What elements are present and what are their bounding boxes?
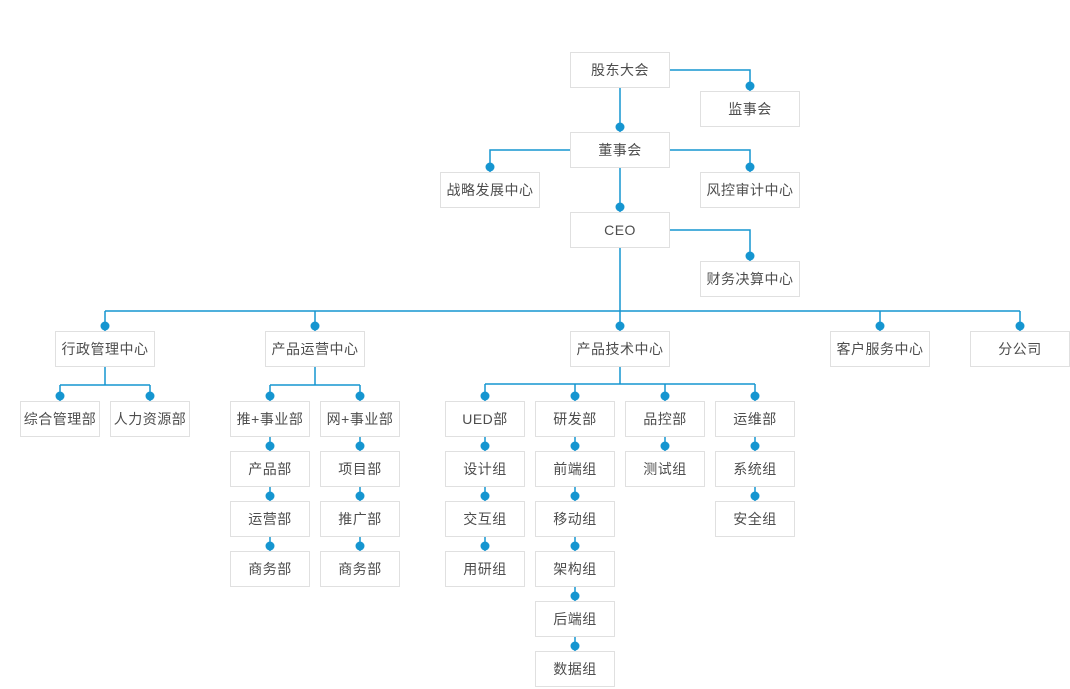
org-node-qc-dept: 品控部	[625, 401, 705, 437]
org-node-hr-dept: 人力资源部	[110, 401, 190, 437]
org-node-admin-management-center: 行政管理中心	[55, 331, 155, 367]
org-node-business-dept-wang: 商务部	[320, 551, 400, 587]
org-node-branch-company: 分公司	[970, 331, 1070, 367]
org-node-design-group: 设计组	[445, 451, 525, 487]
org-node-testing-group: 测试组	[625, 451, 705, 487]
org-node-system-group: 系统组	[715, 451, 795, 487]
org-node-ceo: CEO	[570, 212, 670, 248]
org-node-general-management-dept: 综合管理部	[20, 401, 100, 437]
org-node-om-dept: 运维部	[715, 401, 795, 437]
org-node-strategic-development-center: 战略发展中心	[440, 172, 540, 208]
org-node-tui-plus-division: 推+事业部	[230, 401, 310, 437]
org-node-project-dept: 项目部	[320, 451, 400, 487]
junction-dots	[55, 81, 1025, 651]
org-node-security-group: 安全组	[715, 501, 795, 537]
org-node-customer-service-center: 客户服务中心	[830, 331, 930, 367]
org-node-board-of-directors: 董事会	[570, 132, 670, 168]
org-node-backend-group: 后端组	[535, 601, 615, 637]
org-node-frontend-group: 前端组	[535, 451, 615, 487]
org-node-wang-plus-division: 网+事业部	[320, 401, 400, 437]
org-node-shareholders-meeting: 股东大会	[570, 52, 670, 88]
org-node-promotion-dept: 推广部	[320, 501, 400, 537]
org-node-interaction-group: 交互组	[445, 501, 525, 537]
org-node-user-research-group: 用研组	[445, 551, 525, 587]
org-node-product-technology-center: 产品技术中心	[570, 331, 670, 367]
org-node-data-group: 数据组	[535, 651, 615, 687]
org-node-architecture-group: 架构组	[535, 551, 615, 587]
org-node-financial-settlement-center: 财务决算中心	[700, 261, 800, 297]
org-node-operation-dept: 运营部	[230, 501, 310, 537]
org-node-mobile-group: 移动组	[535, 501, 615, 537]
org-node-risk-audit-center: 风控审计中心	[700, 172, 800, 208]
org-node-product-dept: 产品部	[230, 451, 310, 487]
org-node-product-operation-center: 产品运营中心	[265, 331, 365, 367]
org-node-rd-dept: 研发部	[535, 401, 615, 437]
org-node-business-dept-tui: 商务部	[230, 551, 310, 587]
org-node-ued-dept: UED部	[445, 401, 525, 437]
org-node-supervisory-board: 监事会	[700, 91, 800, 127]
